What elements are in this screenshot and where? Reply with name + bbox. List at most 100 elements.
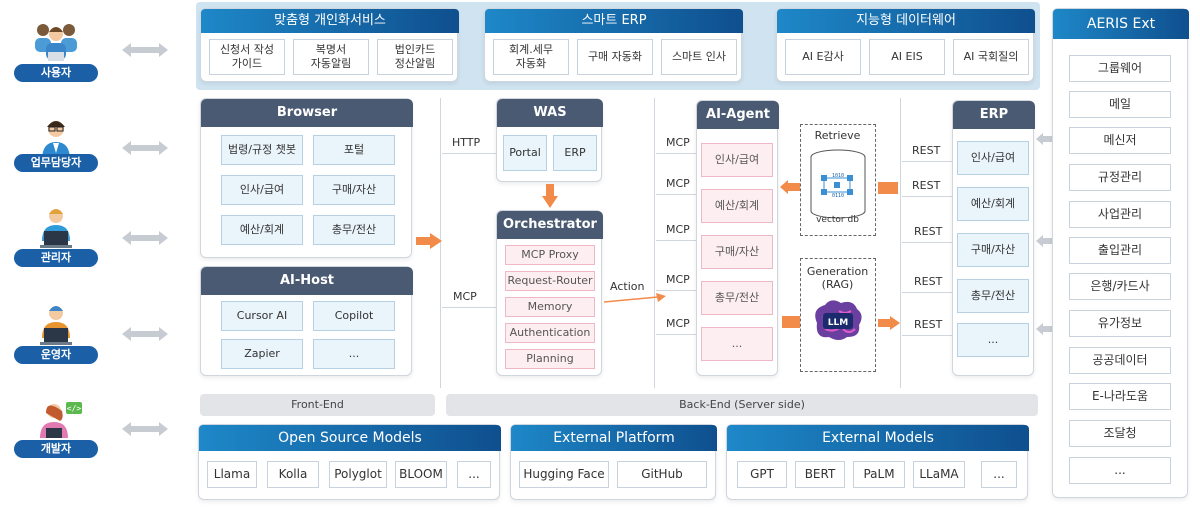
connector [902, 196, 954, 197]
erp-item[interactable]: 인사/급여 [957, 141, 1029, 175]
aeris-item[interactable]: 출입관리 [1069, 237, 1171, 264]
actor-label: 업무담당자 [14, 154, 98, 172]
browser-item[interactable]: 포털 [313, 135, 395, 165]
protocol-label-rest: REST [912, 144, 941, 157]
aeris-ext-panel: AERIS Ext 그룹웨어 메일 메신저 규정관리 사업관리 출입관리 은행/… [1052, 8, 1189, 498]
service-item[interactable]: AI 국회질의 [953, 39, 1029, 75]
svg-text:1010: 1010 [832, 173, 844, 179]
aihost-item[interactable]: Copilot [313, 301, 395, 331]
aeris-item[interactable]: E-나라도움 [1069, 383, 1171, 410]
aihost-item[interactable]: Cursor AI [221, 301, 303, 331]
divider [654, 98, 655, 388]
aeris-item[interactable]: 그룹웨어 [1069, 55, 1171, 82]
flow-arrow-icon [542, 184, 558, 208]
erp-item[interactable]: 예산/회계 [957, 187, 1029, 221]
browser-item[interactable]: 예산/회계 [221, 215, 303, 245]
service-item[interactable]: AI EIS [869, 39, 945, 75]
browser-item[interactable]: 총무/전산 [313, 215, 395, 245]
model-item[interactable]: Polyglot [329, 461, 387, 488]
browser-item[interactable]: 인사/급여 [221, 175, 303, 205]
generation-title: Generation (RAG) [806, 265, 869, 292]
model-item[interactable]: ... [457, 461, 491, 488]
service-item[interactable]: 구매 자동화 [577, 39, 653, 75]
model-item[interactable]: LLaMA [913, 461, 965, 488]
frontend-bar: Front-End [200, 394, 435, 416]
model-item[interactable]: Kolla [267, 461, 319, 488]
aeris-item[interactable]: 메일 [1069, 91, 1171, 118]
panel-title: AERIS Ext [1053, 9, 1189, 39]
service-item[interactable]: 신청서 작성 가이드 [209, 39, 285, 75]
model-item[interactable]: ... [981, 461, 1017, 488]
orchestrator-item[interactable]: Planning [505, 349, 595, 369]
model-item[interactable]: Llama [207, 461, 257, 488]
aeris-item[interactable]: 조달청 [1069, 420, 1171, 447]
protocol-label-rest: REST [914, 318, 943, 331]
aeris-item[interactable]: 유가정보 [1069, 310, 1171, 337]
platform-item[interactable]: Hugging Face [519, 461, 609, 488]
database-label: vector db [816, 215, 859, 225]
protocol-label-rest: REST [914, 275, 943, 288]
flow-arrow-icon [416, 233, 442, 249]
connector [442, 307, 496, 308]
service-item[interactable]: 스마트 인사 [661, 39, 737, 75]
retrieve-title: Retrieve [814, 129, 861, 142]
service-item[interactable]: AI E감사 [785, 39, 861, 75]
orchestrator-item[interactable]: Memory [505, 297, 595, 317]
group-external-platform: External Platform Hugging Face GitHub [510, 424, 717, 500]
aiagent-item[interactable]: 예산/회계 [701, 189, 773, 223]
connector [902, 292, 954, 293]
aeris-item[interactable]: 은행/카드사 [1069, 273, 1171, 300]
protocol-label-mcp: MCP [453, 290, 477, 303]
aeris-item[interactable]: 공공데이터 [1069, 347, 1171, 374]
erp-item[interactable]: ... [957, 323, 1029, 357]
panel-title: WAS [497, 99, 603, 127]
divider [440, 98, 441, 388]
model-item[interactable]: GPT [737, 461, 787, 488]
aeris-item[interactable]: 메신저 [1069, 127, 1171, 154]
llm-chip: LLM [828, 318, 848, 328]
was-item[interactable]: Portal [503, 135, 547, 171]
bidirectional-arrow-icon [122, 422, 168, 436]
connector [656, 153, 696, 154]
was-panel: WAS Portal ERP [496, 98, 603, 182]
protocol-label-http: HTTP [452, 136, 481, 149]
aiagent-item[interactable]: 총무/전산 [701, 281, 773, 315]
aihost-item[interactable]: ... [313, 339, 395, 369]
actor-label: 운영자 [14, 346, 98, 364]
flow-arrow-icon [878, 316, 900, 330]
orchestrator-item[interactable]: Authentication [505, 323, 595, 343]
erp-item[interactable]: 총무/전산 [957, 279, 1029, 313]
aeris-item[interactable]: 규정관리 [1069, 164, 1171, 191]
flow-arrow-icon [878, 182, 898, 194]
model-item[interactable]: BLOOM [395, 461, 447, 488]
browser-item[interactable]: 법령/규정 챗봇 [221, 135, 303, 165]
connector [656, 194, 696, 195]
orchestrator-item[interactable]: Request-Router [505, 271, 595, 291]
aiagent-item[interactable]: ... [701, 327, 773, 361]
flow-arrow-icon [604, 293, 666, 303]
model-item[interactable]: PaLM [853, 461, 905, 488]
group-open-source-models: Open Source Models Llama Kolla Polyglot … [198, 424, 501, 500]
aiagent-item[interactable]: 구매/자산 [701, 235, 773, 269]
group-smart-erp: 스마트 ERP 회계.세무 자동화 구매 자동화 스마트 인사 [484, 8, 743, 82]
database-icon: 1010 0110 [810, 149, 866, 219]
aeris-item[interactable]: 사업관리 [1069, 201, 1171, 228]
admin-icon [40, 209, 72, 248]
svg-text:0110: 0110 [832, 193, 844, 199]
protocol-label-action: Action [610, 280, 645, 293]
protocol-label-mcp: MCP [666, 317, 690, 330]
was-item[interactable]: ERP [553, 135, 597, 171]
browser-item[interactable]: 구매/자산 [313, 175, 395, 205]
orchestrator-item[interactable]: MCP Proxy [505, 245, 595, 265]
platform-item[interactable]: GitHub [617, 461, 707, 488]
service-item[interactable]: 회계.세무 자동화 [493, 39, 569, 75]
service-item[interactable]: 복명서 자동알림 [293, 39, 369, 75]
aeris-item[interactable]: ... [1069, 457, 1171, 484]
model-item[interactable]: BERT [795, 461, 845, 488]
bidirectional-arrow-icon [122, 327, 168, 341]
panel-title: ERP [953, 101, 1035, 129]
aihost-item[interactable]: Zapier [221, 339, 303, 369]
aiagent-item[interactable]: 인사/급여 [701, 143, 773, 177]
erp-item[interactable]: 구매/자산 [957, 233, 1029, 267]
service-item[interactable]: 법인카드 정산알림 [377, 39, 453, 75]
